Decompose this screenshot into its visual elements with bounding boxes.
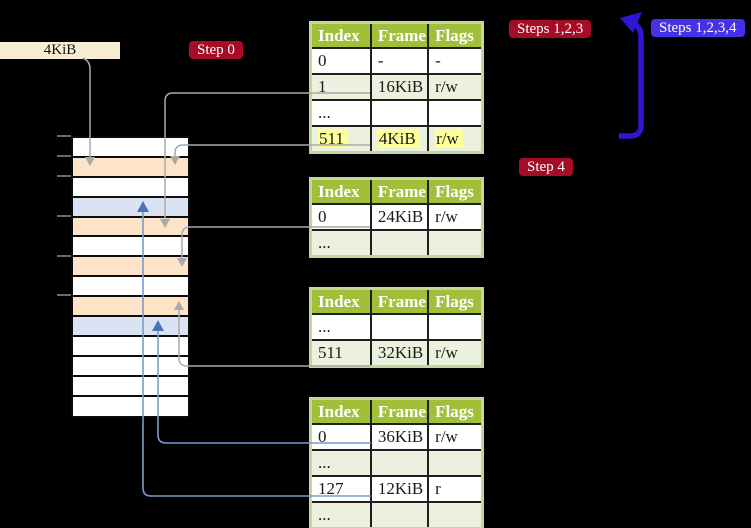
column-header: Flags	[427, 397, 484, 425]
table-cell: ...	[309, 313, 372, 341]
memory-frame-white	[73, 138, 188, 158]
table-cell: 0	[309, 47, 372, 75]
column-header: Frame	[369, 397, 430, 425]
memory-frame-orange	[73, 217, 188, 238]
badge-step-4: Step 4	[519, 158, 573, 176]
table-cell: 127	[309, 475, 372, 503]
table-cell	[427, 313, 484, 341]
table-cell	[369, 229, 430, 258]
table-row: ...	[309, 229, 484, 258]
table-cell: 511	[309, 125, 372, 154]
table-row: ...	[309, 501, 484, 528]
table-cell: 511	[309, 339, 372, 368]
badge-steps-1-2-3: Steps 1,2,3	[509, 20, 592, 38]
steps-loop-arrow	[619, 12, 644, 139]
table-cell: ...	[309, 501, 372, 528]
memory-frame-white	[73, 356, 188, 377]
table-cell: ...	[309, 449, 372, 477]
column-header: Flags	[427, 177, 484, 205]
table-cell: 4KiB	[369, 125, 430, 154]
table-cell: 16KiB	[369, 73, 430, 101]
table-cell	[427, 449, 484, 477]
table-cell: r	[427, 475, 484, 503]
memory-frame-white	[73, 237, 188, 258]
table-cell: 0	[309, 423, 372, 451]
table-cell: -	[369, 47, 430, 75]
memory-frame-orange	[73, 257, 188, 278]
physical-memory-column	[71, 136, 190, 419]
table-cell: 32KiB	[369, 339, 430, 368]
address-tick-marks	[57, 135, 71, 296]
table-cell: r/w	[427, 203, 484, 231]
table-cell	[369, 313, 430, 341]
badge-step-0: Step 0	[189, 41, 243, 59]
table-cell	[369, 501, 430, 528]
memory-frame-white	[73, 277, 188, 298]
memory-frame-white	[73, 336, 188, 357]
table-cell: 24KiB	[369, 203, 430, 231]
table-row: ...	[309, 313, 484, 341]
column-header: Flags	[427, 21, 484, 49]
table-cell	[427, 501, 484, 528]
table-cell	[369, 449, 430, 477]
column-header: Index	[309, 21, 372, 49]
column-header: Frame	[369, 177, 430, 205]
column-header: Flags	[427, 287, 484, 315]
table-cell: r/w	[427, 339, 484, 368]
table-row: ...	[309, 99, 484, 127]
badge-steps-1-2-3-4: Steps 1,2,3,4	[651, 19, 745, 37]
table-cell: ...	[309, 229, 372, 258]
memory-frame-orange	[73, 297, 188, 318]
memory-frame-orange	[73, 157, 188, 178]
column-header: Frame	[369, 287, 430, 315]
table-cell	[427, 229, 484, 258]
table-cell: r/w	[427, 423, 484, 451]
table-cell: -	[427, 47, 484, 75]
column-header: Index	[309, 177, 372, 205]
column-header: Frame	[369, 21, 430, 49]
table-cell: 0	[309, 203, 372, 231]
memory-frame-white	[73, 177, 188, 198]
table-cell	[369, 99, 430, 127]
table-cell: r/w	[427, 125, 484, 154]
memory-frame-white	[73, 396, 188, 417]
table-cell: 36KiB	[369, 423, 430, 451]
table-cell: 12KiB	[369, 475, 430, 503]
table-cell: ...	[309, 99, 372, 127]
table-cell	[427, 99, 484, 127]
column-header: Index	[309, 287, 372, 315]
page-size-label: 4KiB	[0, 42, 120, 59]
table-row: 0--	[309, 47, 484, 75]
column-header: Index	[309, 397, 372, 425]
memory-frame-blue	[73, 317, 188, 337]
table-cell: 1	[309, 73, 372, 101]
table-row: ...	[309, 449, 484, 477]
table-cell: r/w	[427, 73, 484, 101]
memory-frame-white	[73, 376, 188, 397]
memory-frame-blue	[73, 197, 188, 218]
